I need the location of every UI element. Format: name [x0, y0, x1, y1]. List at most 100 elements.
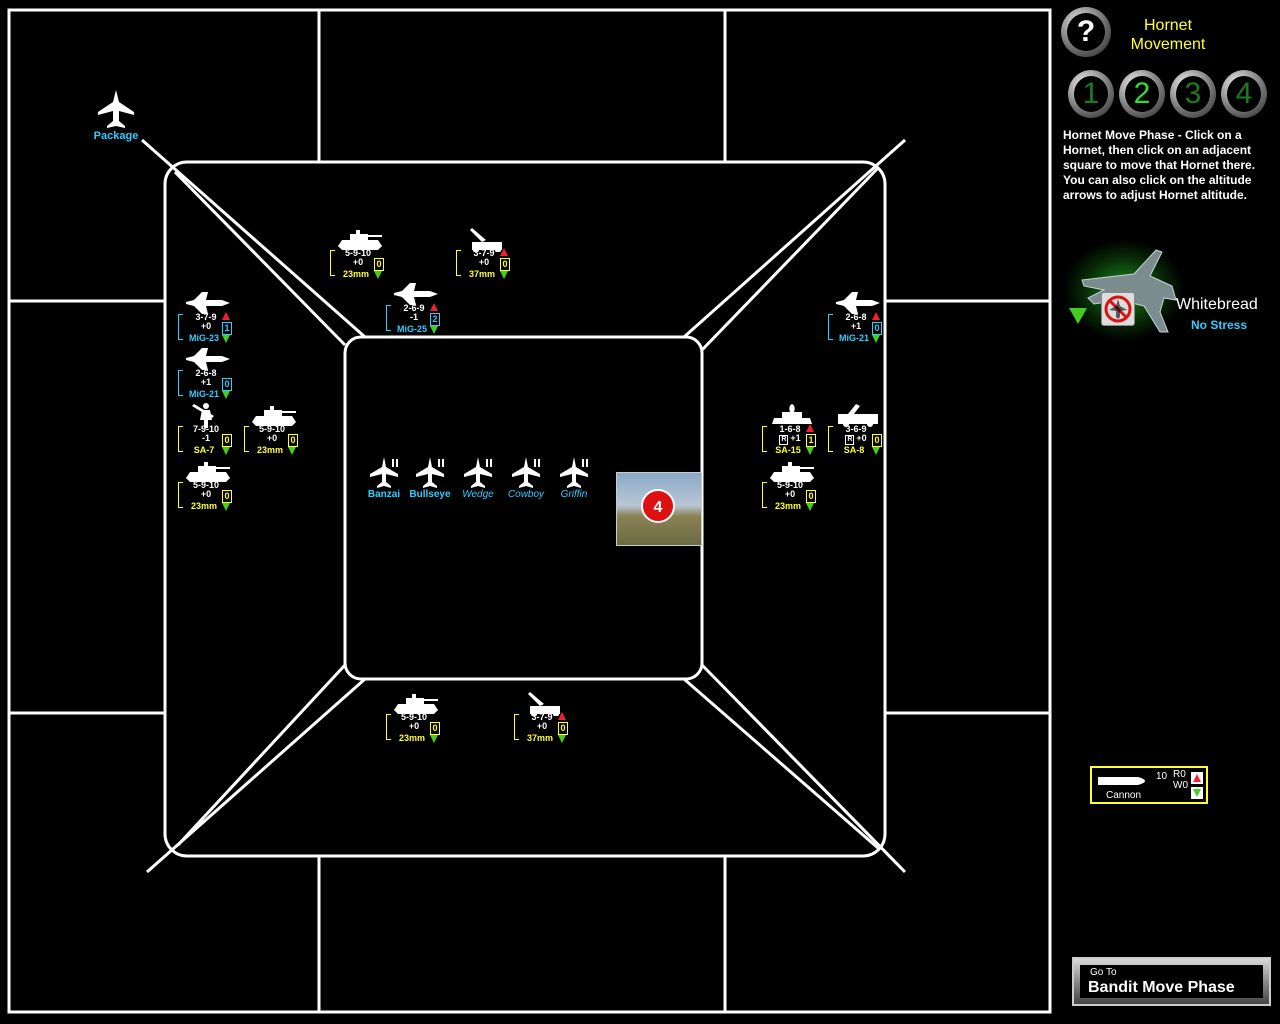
hornet-name: Banzai [367, 489, 401, 500]
altitude-up-arrow[interactable] [872, 312, 880, 320]
unit-bracket [178, 426, 183, 452]
unit-bracket [762, 426, 767, 452]
unit-bracket [762, 482, 767, 508]
unit-name: SA-7 [193, 445, 215, 455]
unit-bracket [386, 714, 391, 740]
altitude-down-arrow[interactable] [222, 447, 230, 455]
phase-button-2[interactable]: 2 [1119, 70, 1165, 118]
hornet-bullseye[interactable]: Bullseye [405, 457, 455, 507]
enemy-unit-23mm[interactable]: 5-9-10+0 23mm 0 [244, 402, 314, 466]
soldier-icon [192, 403, 214, 428]
unit-stats: 5-9-10+0 [258, 424, 285, 443]
fighter-jet-icon [98, 90, 134, 128]
unit-count-box: 2 [430, 313, 440, 326]
hornet-name: Wedge [462, 489, 494, 500]
fighter-jet-icon [416, 457, 444, 488]
altitude-down-arrow[interactable] [500, 271, 508, 279]
altitude-down-arrow[interactable] [872, 447, 880, 455]
sam-icon [772, 404, 812, 424]
tank-icon [338, 230, 382, 250]
unit-name: 37mm [468, 269, 495, 279]
phase-button-label: 4 [1227, 76, 1261, 112]
unit-stats: 3-7-9+0 [473, 248, 495, 267]
unit-bracket [456, 250, 461, 276]
unit-stats: 2-6-8+1 [195, 368, 217, 387]
question-icon: ? [1067, 13, 1105, 51]
unit-count-box: 0 [558, 722, 568, 735]
altitude-down-arrow[interactable] [1069, 308, 1087, 324]
altitude-down-arrow[interactable] [430, 735, 438, 743]
altitude-down-arrow[interactable] [430, 326, 438, 334]
game-board[interactable] [0, 0, 1056, 1024]
unit-name: 23mm [342, 269, 369, 279]
jet-icon [394, 283, 438, 305]
altitude-down-arrow[interactable] [806, 503, 814, 511]
bullet-icon [1098, 777, 1145, 785]
altitude-down-arrow[interactable] [222, 391, 230, 399]
no-fire-icon[interactable] [1101, 292, 1135, 326]
unit-count-box: 0 [806, 490, 816, 503]
go-to-bandit-move-phase-button[interactable]: Go To Bandit Move Phase [1072, 957, 1271, 1006]
altitude-up-arrow[interactable] [500, 248, 508, 256]
unit-name: 23mm [256, 445, 283, 455]
hornet-wedge[interactable]: Wedge [453, 457, 503, 507]
phase-button-1[interactable]: 1 [1068, 70, 1114, 118]
unit-count-box: 0 [872, 322, 882, 335]
unit-count-box: 0 [222, 490, 232, 503]
hornet-banzai[interactable]: Banzai [359, 457, 409, 507]
phase-button-3[interactable]: 3 [1170, 70, 1216, 118]
fighter-jet-icon [512, 457, 540, 488]
weapon-up-arrow[interactable] [1191, 772, 1203, 784]
altitude-down-arrow[interactable] [806, 447, 814, 455]
unit-name: SA-8 [843, 445, 865, 455]
altitude-up-arrow[interactable] [430, 303, 438, 311]
weapon-cannon-panel[interactable]: Cannon 10 R0 W0 [1090, 766, 1208, 804]
altitude-down-arrow[interactable] [288, 447, 296, 455]
altitude-up-arrow[interactable] [806, 424, 814, 432]
unit-count-box: 0 [288, 434, 298, 447]
unit-bracket [514, 714, 519, 740]
hornet-cowboy[interactable]: Cowboy [501, 457, 551, 507]
altitude-down-arrow[interactable] [558, 735, 566, 743]
unit-count-box: 1 [806, 434, 816, 447]
jet-icon [836, 292, 880, 314]
hornet-jet-icon [1081, 249, 1177, 333]
unit-bracket [178, 482, 183, 508]
unit-stats: 5-9-10+0 [344, 248, 371, 267]
altitude-down-arrow[interactable] [222, 335, 230, 343]
altitude-up-arrow[interactable] [222, 312, 230, 320]
phase-button-4[interactable]: 4 [1221, 70, 1267, 118]
help-button[interactable]: ? [1061, 7, 1111, 57]
selected-hornet-panel[interactable]: Whitebread No Stress [1064, 240, 1274, 340]
unit-stats: 5-9-10+0 [192, 480, 219, 499]
target-tile[interactable]: 4 [616, 472, 702, 546]
unit-name: MiG-23 [188, 333, 219, 343]
weapon-down-arrow[interactable] [1191, 787, 1203, 799]
hornet-name: Bullseye [409, 489, 451, 500]
weapon-r-value: R0 [1173, 769, 1186, 780]
go-button-label: Bandit Move Phase [1088, 979, 1235, 996]
unit-count-box: 1 [222, 322, 232, 335]
altitude-down-arrow[interactable] [374, 271, 382, 279]
hornet-griffin[interactable]: Griffin [549, 457, 599, 507]
altitude-down-arrow[interactable] [872, 335, 880, 343]
package-marker[interactable]: Package [90, 90, 142, 144]
altitude-down-arrow[interactable] [222, 503, 230, 511]
unit-name: SA-15 [775, 445, 801, 455]
unit-stats: 3-7-9+0 [531, 712, 553, 731]
altitude-up-arrow[interactable] [558, 712, 566, 720]
